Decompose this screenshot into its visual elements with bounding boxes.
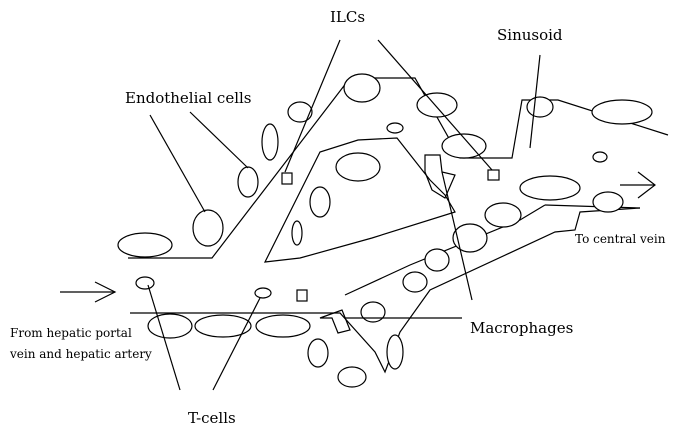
cell <box>520 176 580 200</box>
cell <box>387 335 403 369</box>
labels: ILCs Sinusoid Endothelial cells To centr… <box>9 8 666 427</box>
sinusoid-label: Sinusoid <box>497 26 563 44</box>
cell <box>238 167 258 197</box>
cell <box>255 288 271 298</box>
ilc-square <box>282 173 292 184</box>
cell <box>425 249 449 271</box>
cell <box>193 210 223 246</box>
cell <box>136 277 154 289</box>
cell <box>417 93 457 117</box>
cell <box>344 74 380 102</box>
cell <box>262 124 278 160</box>
cell <box>387 123 403 133</box>
tcells-label: T-cells <box>188 409 236 427</box>
ilc-square <box>488 170 499 180</box>
hepatic-label-line1: From hepatic portal <box>10 326 132 340</box>
ilc-square <box>297 290 307 301</box>
cell <box>292 221 302 245</box>
cell <box>195 315 251 337</box>
cell <box>593 152 607 162</box>
cell <box>118 233 172 257</box>
central-vein-label: To central vein <box>575 232 666 246</box>
cell <box>592 100 652 124</box>
cell <box>338 367 366 387</box>
cell <box>403 272 427 292</box>
cell <box>485 203 521 227</box>
cell <box>527 97 553 117</box>
hepatic-label-line2: vein and hepatic artery <box>9 347 152 361</box>
cell <box>361 302 385 322</box>
macrophage-shapes <box>320 155 455 333</box>
cell <box>453 224 487 252</box>
cell <box>148 314 192 338</box>
cell <box>310 187 330 217</box>
cell <box>308 339 328 367</box>
cell <box>256 315 310 337</box>
macrophage-upper <box>425 155 455 198</box>
endothelial-label: Endothelial cells <box>125 89 251 107</box>
cell <box>593 192 623 212</box>
cell <box>336 153 380 181</box>
cell <box>288 102 312 122</box>
ilcs-label: ILCs <box>330 8 365 26</box>
macrophages-label: Macrophages <box>470 319 573 337</box>
